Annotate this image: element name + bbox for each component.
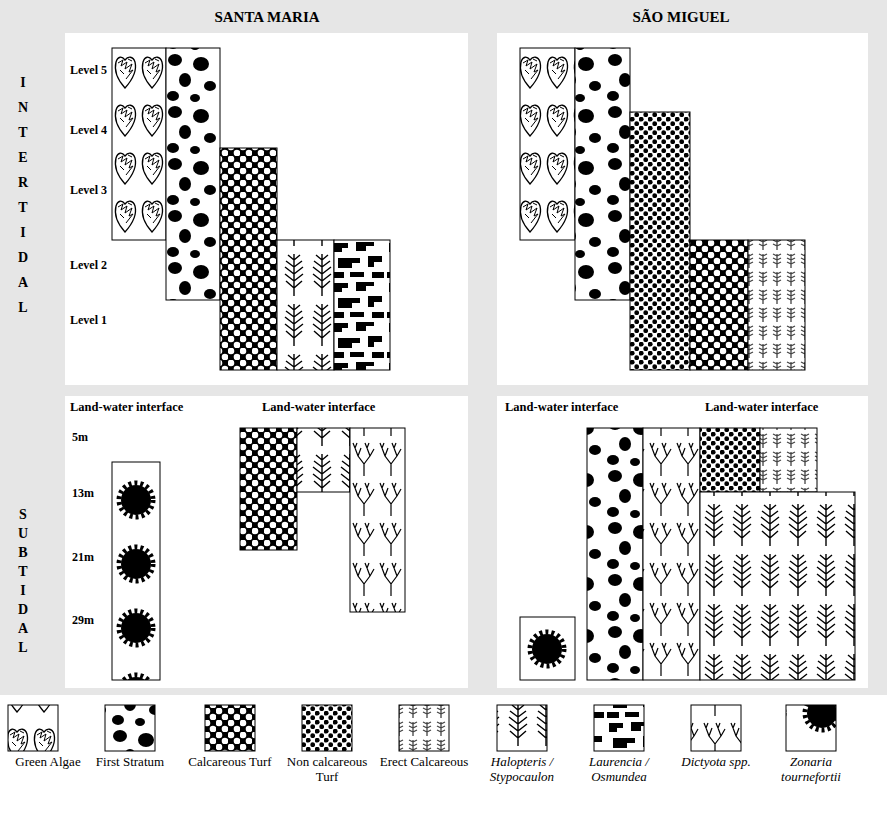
depth-label: 13m (72, 486, 94, 501)
legend-label: Green Algae (2, 755, 94, 770)
legend-label: Erect Calcareous (378, 755, 470, 770)
panel-heading: SANTA MARIA (214, 9, 319, 26)
interface-label: Land-water interface (262, 400, 375, 415)
level-label: Level 3 (70, 183, 107, 198)
zone-label: SUBTIDAL (16, 505, 30, 657)
legend-label: First Stratum (84, 755, 176, 770)
interface-label: Land-water interface (70, 400, 183, 415)
interface-label: Land-water interface (705, 400, 818, 415)
panel-heading: SÃO MIGUEL (632, 9, 729, 26)
level-label: Level 4 (70, 123, 107, 138)
level-label: Level 5 (70, 63, 107, 78)
legend-label: Non calcareous Turf (281, 755, 373, 785)
legend-label: Laurencia / Osmundea (573, 755, 665, 785)
interface-label: Land-water interface (505, 400, 618, 415)
zone-label: INTERTIDAL (16, 70, 30, 320)
depth-label: 21m (72, 550, 94, 565)
legend-label: Calcareous Turf (184, 755, 276, 770)
level-label: Level 2 (70, 258, 107, 273)
legend-label: Dictyota spp. (670, 755, 762, 770)
legend-label: Zonaria tournefortii (765, 755, 857, 785)
depth-label: 5m (72, 430, 88, 445)
level-label: Level 1 (70, 313, 107, 328)
depth-label: 29m (72, 613, 94, 628)
legend-label: Halopteris / Stypocaulon (476, 755, 568, 785)
